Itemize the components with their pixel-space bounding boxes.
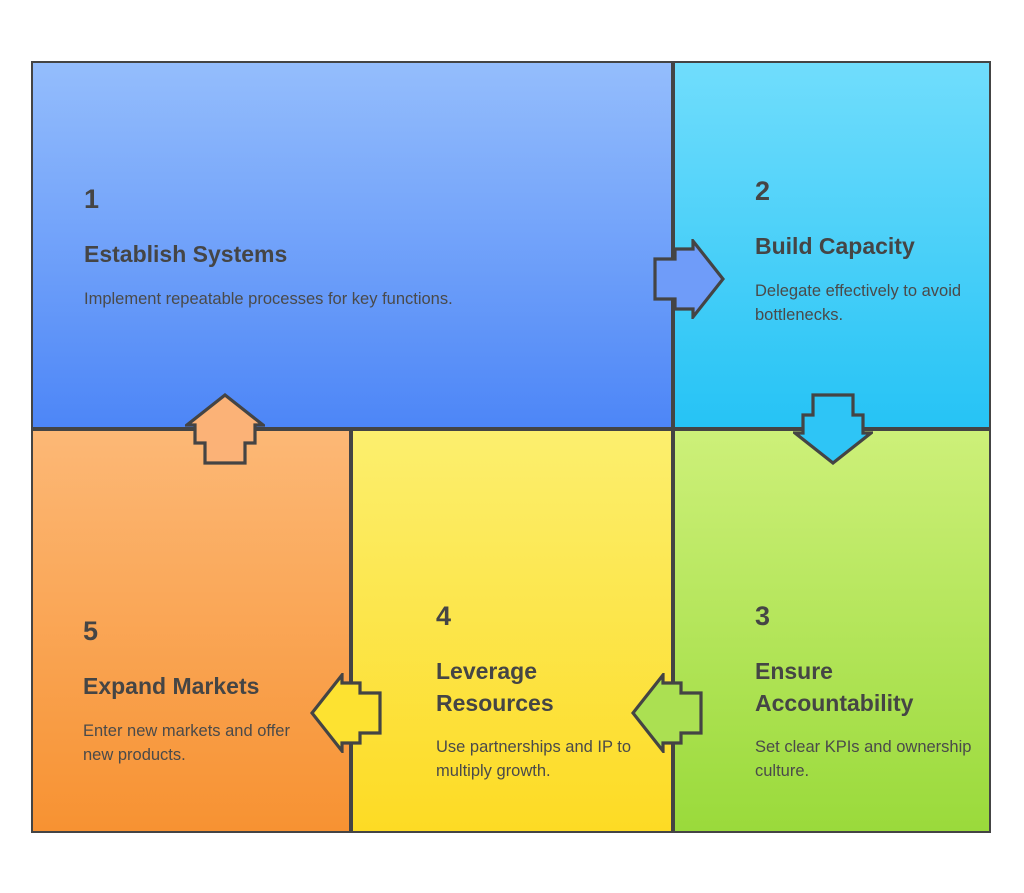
- step-card-3-content: 3 Ensure Accountability Set clear KPIs a…: [755, 603, 975, 784]
- step-description-3: Set clear KPIs and ownership culture.: [755, 738, 972, 781]
- step-card-4[interactable]: 4 Leverage Resources Use partnerships an…: [351, 429, 673, 833]
- step-card-4-content: 4 Leverage Resources Use partnerships an…: [436, 603, 656, 784]
- step-title-3: Ensure Accountability: [755, 658, 914, 716]
- step-card-5-content: 5 Expand Markets Enter new markets and o…: [83, 618, 323, 768]
- step-card-1-content: 1 Establish Systems Implement repeatable…: [84, 186, 624, 312]
- step-description-4: Use partnerships and IP to multiply grow…: [436, 738, 632, 781]
- step-description-2: Delegate effectively to avoid bottleneck…: [755, 281, 962, 324]
- step-number-1: 1: [84, 184, 100, 214]
- step-number-4: 4: [436, 601, 452, 631]
- step-number-3: 3: [755, 601, 771, 631]
- step-number-2: 2: [755, 176, 771, 206]
- step-card-5[interactable]: 5 Expand Markets Enter new markets and o…: [31, 429, 351, 833]
- step-title-5: Expand Markets: [83, 673, 260, 699]
- step-card-3[interactable]: 3 Ensure Accountability Set clear KPIs a…: [673, 429, 991, 833]
- process-diagram: 1 Establish Systems Implement repeatable…: [31, 61, 991, 833]
- step-card-2[interactable]: 2 Build Capacity Delegate effectively to…: [673, 61, 991, 429]
- step-title-4: Leverage Resources: [436, 658, 554, 716]
- step-card-1[interactable]: 1 Establish Systems Implement repeatable…: [31, 61, 673, 429]
- step-description-1: Implement repeatable processes for key f…: [84, 289, 453, 308]
- step-description-5: Enter new markets and offer new products…: [83, 721, 290, 764]
- step-card-2-content: 2 Build Capacity Delegate effectively to…: [755, 178, 975, 328]
- step-title-1: Establish Systems: [84, 241, 288, 267]
- step-number-5: 5: [83, 616, 99, 646]
- step-title-2: Build Capacity: [755, 233, 915, 259]
